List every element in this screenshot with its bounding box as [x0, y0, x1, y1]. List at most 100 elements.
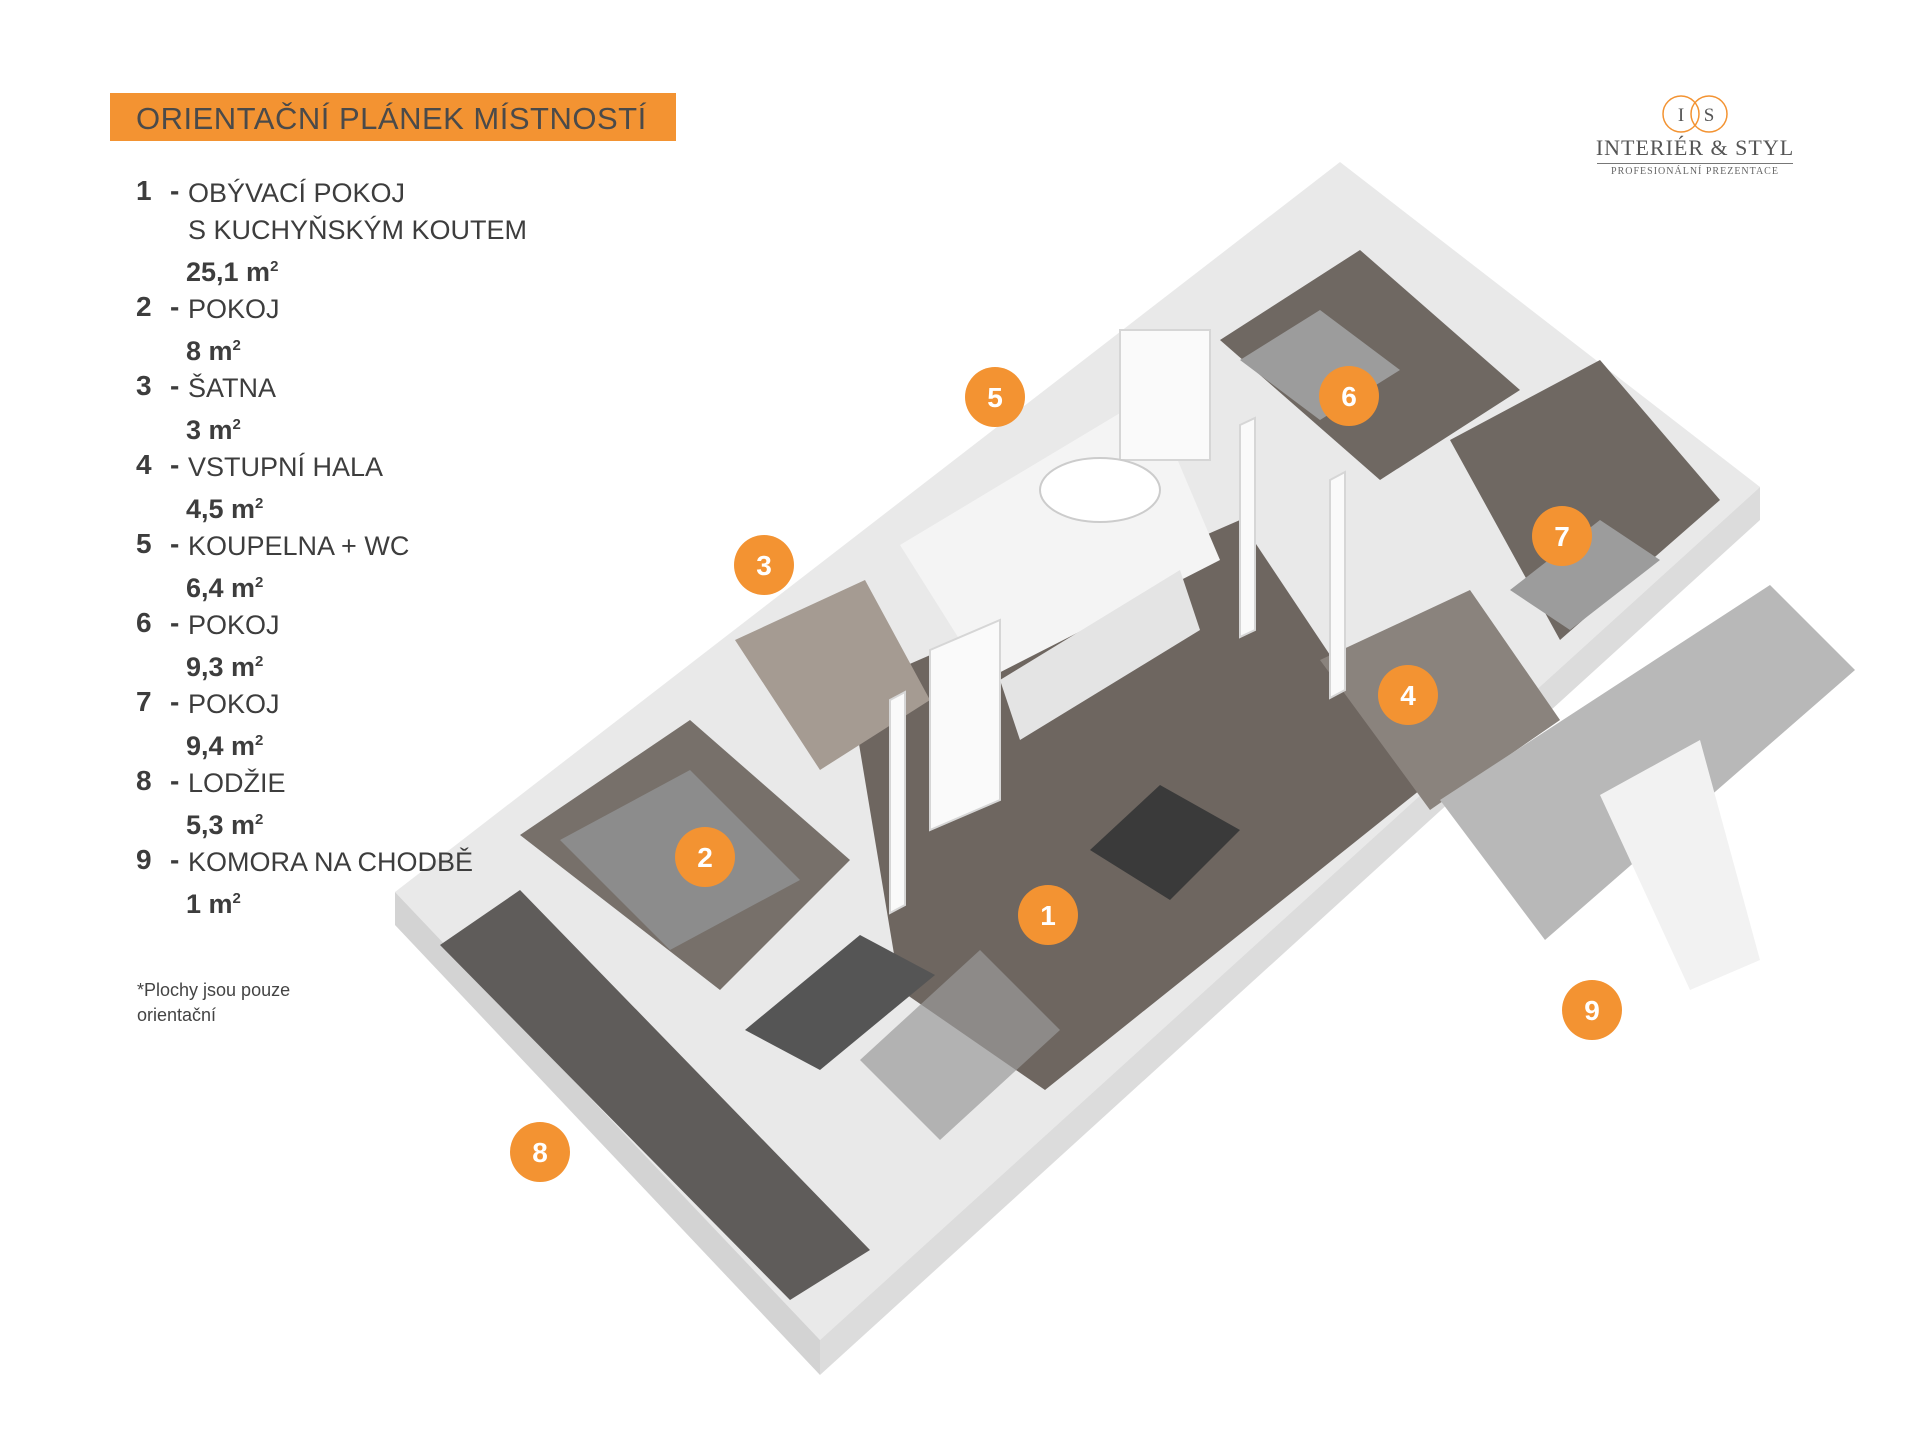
- room-7-floor: [1450, 360, 1720, 640]
- legend-item-1: 1-OBÝVACÍ POKOJ S KUCHYŇSKÝM KOUTEM 25,1 m…: [136, 175, 527, 290]
- svg-text:7: 7: [1554, 521, 1570, 552]
- legend-room-area: 25,1 m2: [186, 249, 527, 290]
- room-8-floor: [440, 890, 870, 1300]
- legend-number: 9: [136, 844, 152, 875]
- legend-room-name: KOUPELNA + WC: [188, 531, 410, 561]
- legend-area-value: 25,1 m: [186, 257, 271, 287]
- room-marker-1: 1: [1018, 885, 1078, 945]
- logo-name: INTERIÉR & STYL: [1595, 135, 1795, 160]
- room-marker-7: 7: [1532, 506, 1592, 566]
- legend-room-name: VSTUPNÍ HALA: [188, 452, 384, 482]
- footnote: *Plochy jsou pouze orientační: [137, 980, 291, 1025]
- legend-item-8: 8-LODŽIE 5,3 m2: [136, 765, 527, 843]
- room-marker-2: 2: [675, 827, 735, 887]
- legend-dash: -: [170, 844, 180, 875]
- legend-room-name: OBÝVACÍ POKOJ: [188, 178, 406, 208]
- legend-area-unit-exponent: 2: [232, 416, 241, 433]
- legend-room-name: ŠATNA: [188, 373, 277, 403]
- legend-room-name: LODŽIE: [188, 768, 286, 798]
- svg-text:2: 2: [697, 842, 713, 873]
- svg-text:6: 6: [1341, 381, 1357, 412]
- legend-item-7: 7-POKOJ 9,4 m2: [136, 686, 527, 764]
- legend-room-name: KOMORA NA CHODBĚ: [188, 847, 474, 877]
- svg-text:5: 5: [987, 382, 1003, 413]
- legend-dash: -: [170, 370, 180, 401]
- legend-dash: -: [170, 686, 180, 717]
- legend-item-3: 3-ŠATNA 3 m2: [136, 370, 527, 448]
- legend-room-area: 8 m2: [186, 328, 527, 369]
- interior-walls: [889, 329, 1346, 915]
- legend-number: 1: [136, 175, 152, 206]
- legend-area-unit-exponent: 2: [255, 732, 264, 749]
- legend-area-value: 5,3 m: [186, 810, 256, 840]
- legend-number: 8: [136, 765, 152, 796]
- legend-room-area: 5,3 m2: [186, 802, 527, 843]
- logo-divider: [1597, 163, 1793, 164]
- room-marker-3: 3: [734, 535, 794, 595]
- legend-room-name-line2: S KUCHYŇSKÝM KOUTEM: [188, 215, 528, 245]
- legend-number: 7: [136, 686, 152, 717]
- legend-dash: -: [170, 449, 180, 480]
- legend-room-area: 3 m2: [186, 407, 527, 448]
- svg-text:4: 4: [1400, 680, 1416, 711]
- room-4-floor: [1320, 590, 1560, 810]
- legend-area-value: 1 m: [186, 889, 233, 919]
- room-marker-5: 5: [965, 367, 1025, 427]
- room-marker-6: 6: [1319, 366, 1379, 426]
- svg-text:1: 1: [1040, 900, 1056, 931]
- legend-room-area: 6,4 m2: [186, 565, 527, 606]
- legend-dash: -: [170, 765, 180, 796]
- brand-logo: I S INTERIÉR & STYL PROFESIONÁLNÍ PREZEN…: [1590, 93, 1800, 183]
- legend-number: 4: [136, 449, 152, 480]
- legend-area-unit-exponent: 2: [232, 337, 241, 354]
- legend-dash: -: [170, 528, 180, 559]
- legend-room-area: 4,5 m2: [186, 486, 527, 527]
- svg-text:8: 8: [532, 1137, 548, 1168]
- title-banner: ORIENTAČNÍ PLÁNEK MÍSTNOSTÍ: [110, 93, 676, 141]
- kitchen-counter: [1000, 570, 1200, 740]
- legend-dash: -: [170, 175, 180, 206]
- room-marker-9: 9: [1562, 980, 1622, 1040]
- room-marker-8: 8: [510, 1122, 570, 1182]
- room-marker-4: 4: [1378, 665, 1438, 725]
- room-3-floor: [735, 580, 930, 770]
- legend-area-unit-exponent: 2: [232, 890, 241, 907]
- legend-room-area: 1 m2: [186, 881, 527, 922]
- room-9-walls: [1600, 740, 1760, 990]
- legend-area-unit-exponent: 2: [255, 574, 264, 591]
- legend-dash: -: [170, 607, 180, 638]
- bed-room-7: [1510, 520, 1660, 630]
- svg-text:3: 3: [756, 550, 772, 581]
- legend-number: 6: [136, 607, 152, 638]
- sofa: [745, 935, 935, 1070]
- legend-number: 5: [136, 528, 152, 559]
- legend-area-value: 9,4 m: [186, 731, 256, 761]
- legend-dash: -: [170, 291, 180, 322]
- legend-area-unit-exponent: 2: [255, 811, 264, 828]
- page-title: ORIENTAČNÍ PLÁNEK MÍSTNOSTÍ: [136, 101, 647, 136]
- legend-area-value: 9,3 m: [186, 652, 256, 682]
- legend-room-name: POKOJ: [188, 610, 280, 640]
- room-9-floor: [1440, 585, 1855, 940]
- legend-item-9: 9-KOMORA NA CHODBĚ 1 m2: [136, 844, 527, 922]
- svg-text:9: 9: [1584, 995, 1600, 1026]
- logo-monogram: I S: [1662, 95, 1728, 133]
- legend-area-unit-exponent: 2: [255, 495, 264, 512]
- living-rug: [860, 950, 1060, 1140]
- legend-number: 3: [136, 370, 152, 401]
- legend-number: 2: [136, 291, 152, 322]
- legend-area-value: 8 m: [186, 336, 233, 366]
- legend-item-4: 4-VSTUPNÍ HALA 4,5 m2: [136, 449, 527, 527]
- legend-room-name: POKOJ: [188, 294, 280, 324]
- legend-area-value: 4,5 m: [186, 494, 256, 524]
- dining-table: [1090, 785, 1240, 900]
- legend-room-name: POKOJ: [188, 689, 280, 719]
- legend-area-value: 6,4 m: [186, 573, 256, 603]
- legend-area-value: 3 m: [186, 415, 233, 445]
- legend-room-area: 9,4 m2: [186, 723, 527, 764]
